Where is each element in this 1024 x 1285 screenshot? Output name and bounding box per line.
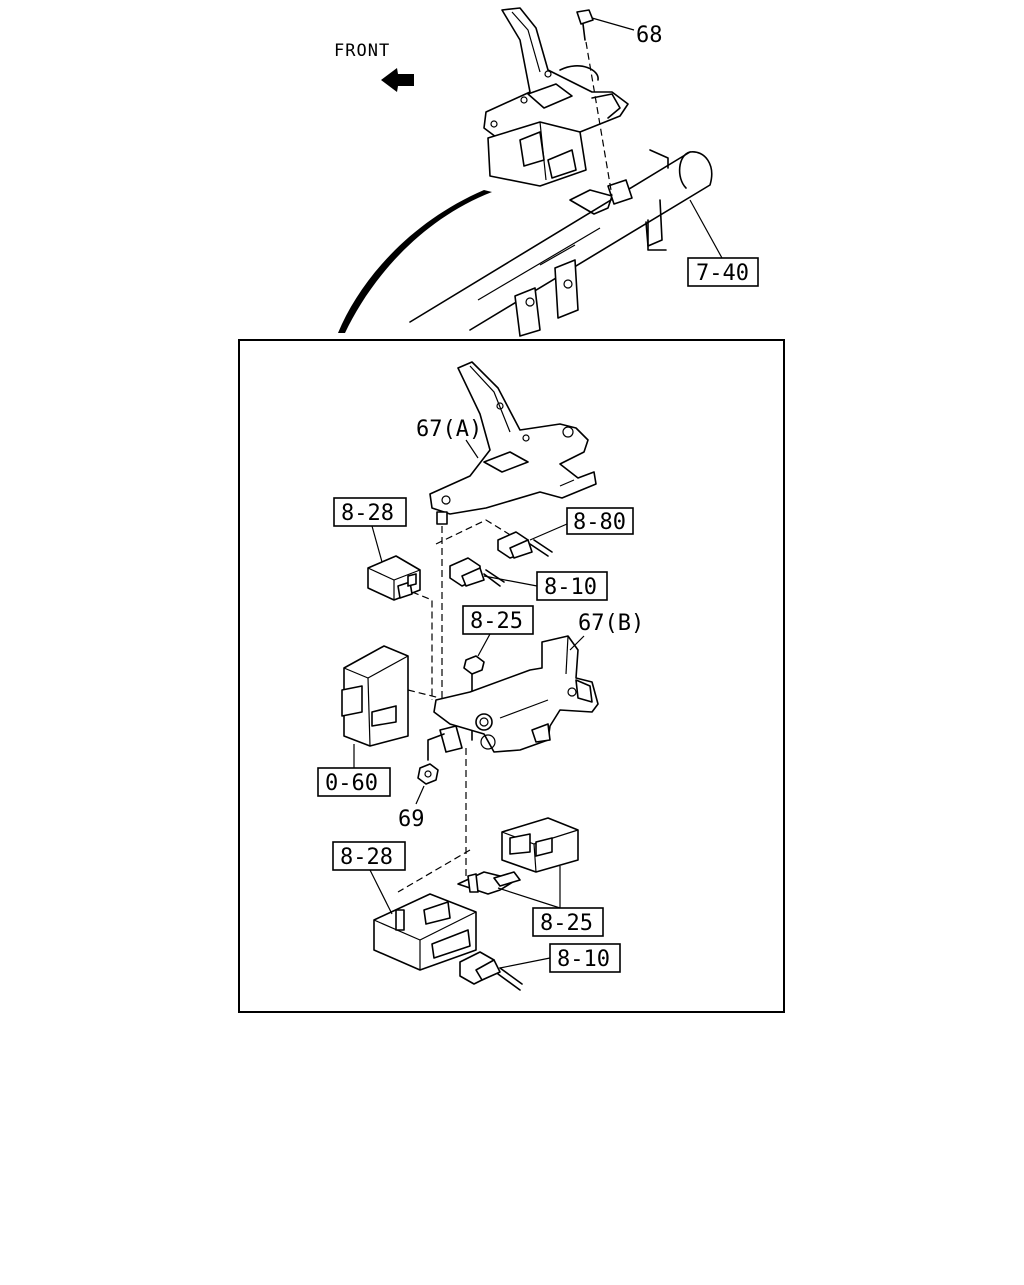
bolt-68: [576, 9, 613, 197]
harness-line-2: [411, 591, 433, 700]
nut-69: [417, 733, 445, 785]
front-label: FRONT: [334, 41, 390, 61]
overview-assembly: FRONT: [334, 7, 759, 337]
leader-69: [415, 785, 425, 805]
callout-67b: 67(B): [578, 611, 644, 636]
detail-connector-curve: [338, 190, 492, 333]
detail-frame: [238, 339, 785, 1013]
detail-assembly: 67(A) 8-28 8-80: [317, 361, 644, 991]
callout-8-28-bottom: 8-28: [340, 845, 393, 870]
callout-7-40: 7-40: [696, 261, 749, 286]
dashed-lower: [397, 849, 471, 893]
leader-8-10-bottom: [499, 957, 551, 969]
leader-68: [591, 17, 635, 31]
relay-8-28-top: [367, 555, 421, 601]
leader-67a: [465, 439, 479, 459]
connector-8-10-top: [449, 557, 505, 587]
ref-box-7-40: [687, 257, 759, 287]
screw-upper: [436, 511, 448, 714]
leader-8-80: [529, 523, 568, 541]
leader-8-25-top: [477, 633, 491, 657]
relay-8-28-bottom: [373, 893, 477, 971]
ref-box-8-25-top: [462, 605, 534, 635]
connector-8-10-bottom: [459, 951, 523, 991]
connector-8-80: [497, 531, 553, 559]
ref-box-8-25-bottom: [532, 907, 604, 937]
bracket-67a: [429, 361, 597, 515]
callout-0-60: 0-60: [325, 771, 378, 796]
callout-8-25-bottom: 8-25: [540, 911, 593, 936]
harness-line-1: [435, 519, 513, 545]
cross-member-tube: [409, 149, 713, 337]
leader-67b: [569, 635, 585, 651]
callout-67a: 67(A): [416, 417, 482, 442]
leader-8-10-top: [483, 575, 538, 587]
callout-8-10-top: 8-10: [544, 575, 597, 600]
callout-8-80: 8-80: [573, 510, 626, 535]
ref-box-8-80: [566, 507, 634, 535]
callout-8-28-top: 8-28: [341, 501, 394, 526]
leader-7-40: [689, 199, 723, 259]
module-0-60: [341, 645, 441, 747]
ref-box-8-28-bottom: [332, 841, 406, 871]
callout-69: 69: [398, 807, 425, 832]
overview-bracket: [483, 7, 629, 187]
leader-8-28-bottom: [369, 869, 393, 915]
leader-8-28-top: [371, 525, 383, 563]
bracket-67b: [433, 635, 599, 753]
callout-8-10-bottom: 8-10: [557, 947, 610, 972]
ref-box-0-60: [317, 767, 391, 797]
front-arrow-icon: [381, 68, 414, 92]
leader-8-25-bottom: [497, 866, 561, 909]
callout-68: 68: [636, 23, 663, 48]
ref-box-8-28-top: [333, 497, 407, 527]
callout-8-25-top: 8-25: [470, 609, 523, 634]
